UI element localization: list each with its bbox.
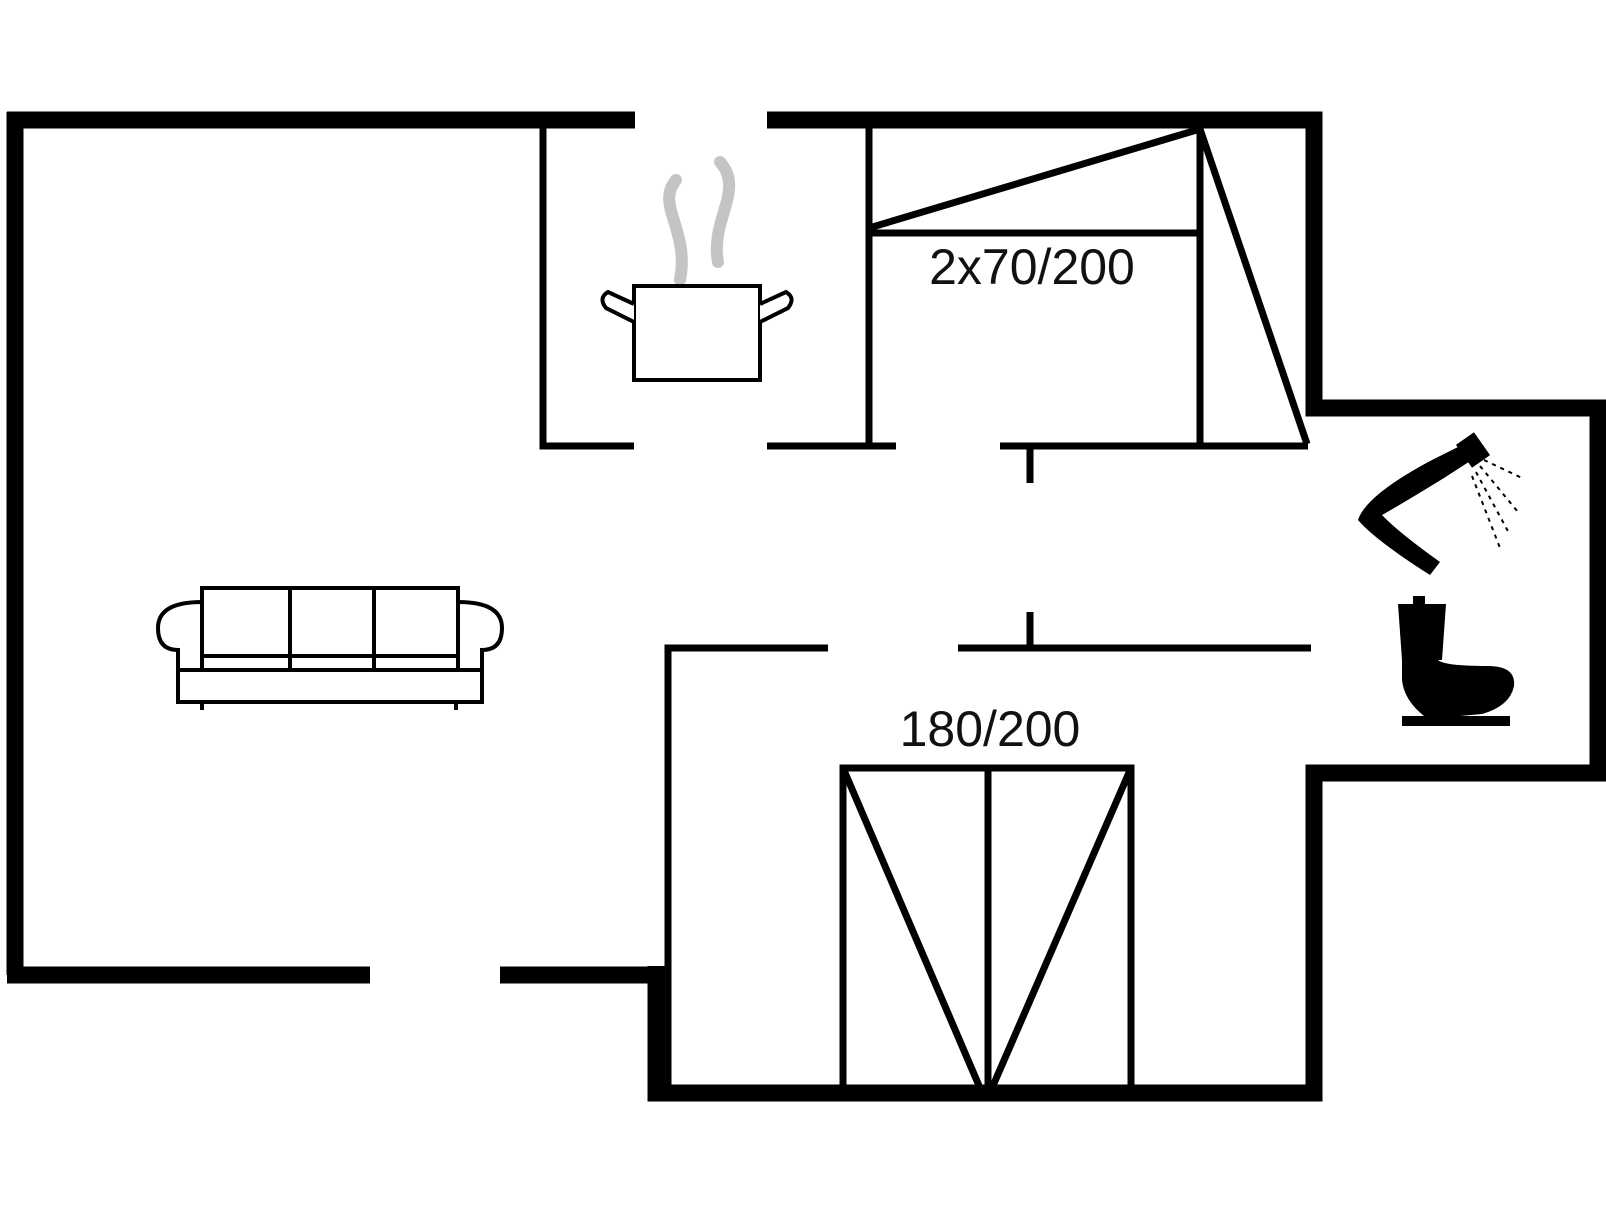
toilet-bowl [1402, 660, 1515, 716]
pot-handle-right [759, 289, 794, 324]
steam-left [663, 174, 688, 286]
shower-handle [1358, 444, 1478, 575]
double-bed-size-label: 180/200 [900, 701, 1081, 757]
toilet-tank [1398, 604, 1446, 660]
interior-walls [539, 128, 1311, 1090]
wall-kitchen-west [539, 128, 634, 450]
twin-bed [867, 125, 1311, 446]
cooking-pot-icon [600, 156, 794, 382]
twin-bed-size-label: 2x70/200 [929, 239, 1135, 295]
shower-head [1455, 432, 1491, 468]
double-bed-diagonal-2 [988, 766, 1135, 1090]
shower-spray [1471, 459, 1523, 549]
steam-right [710, 156, 736, 268]
pot-handle-left [600, 289, 635, 324]
wall-bedroom2-north-west [664, 644, 828, 1090]
sofa-icon [155, 586, 505, 710]
shower-icon [1358, 432, 1523, 575]
pot-body [632, 284, 762, 382]
double-bed [839, 764, 1135, 1094]
double-bed-diagonal-1 [839, 766, 984, 1090]
twin-bed-diagonal-2 [1196, 127, 1311, 446]
twin-bed-diagonal-1 [867, 125, 1202, 232]
sofa-base [176, 668, 484, 704]
toilet-tank-knob [1413, 596, 1425, 604]
toilet-base [1402, 716, 1510, 726]
toilet-icon [1398, 596, 1515, 726]
